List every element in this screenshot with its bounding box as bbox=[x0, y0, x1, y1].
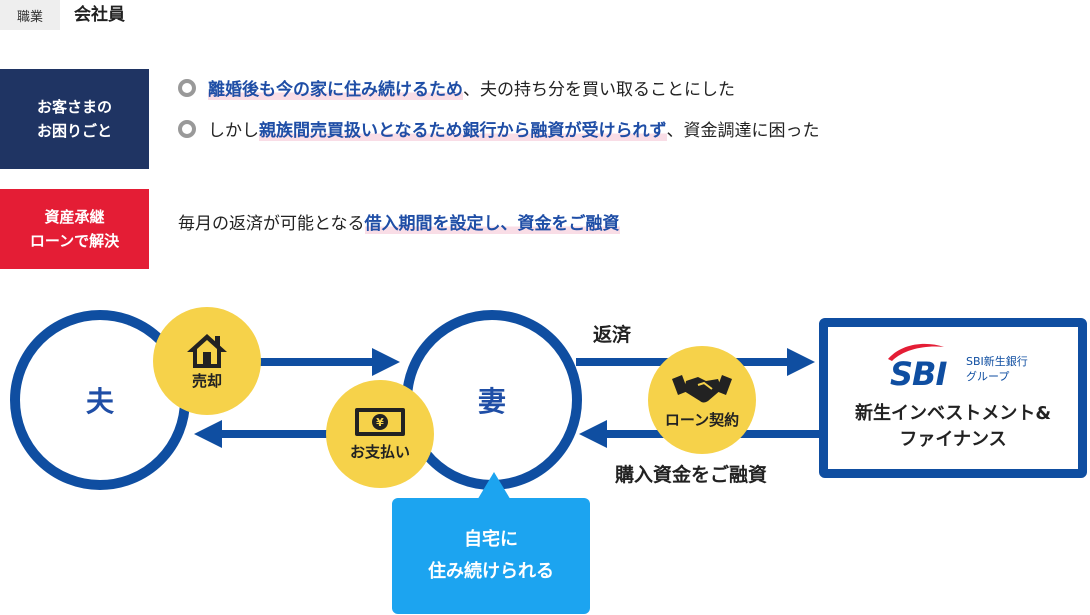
occupation-value: 会社員 bbox=[74, 5, 125, 25]
problem-line-2-rest: 、資金調達に困った bbox=[666, 121, 820, 141]
wife-label: 妻 bbox=[477, 385, 506, 418]
company-name: 新生インベストメント& ファイナンス bbox=[854, 403, 1052, 450]
sale-badge-label: 売却 bbox=[191, 371, 222, 390]
solution-line: 毎月の返済が可能となる借入期間を設定し、資金をご融資 bbox=[178, 210, 620, 238]
problem-line-1-highlight: 離婚後も今の家に住み続けるため bbox=[208, 80, 463, 100]
house-icon bbox=[187, 333, 227, 368]
occupation-tag: 職業 bbox=[0, 0, 60, 30]
wife-circle: 妻 bbox=[402, 310, 582, 490]
payment-badge: ¥ お支払い bbox=[326, 380, 434, 488]
banknote-icon: ¥ bbox=[355, 407, 405, 436]
solution-label: 資産承継 ローンで解決 bbox=[0, 189, 149, 269]
sale-arrow-head bbox=[372, 348, 400, 376]
husband-label: 夫 bbox=[85, 385, 114, 418]
callout-pointer bbox=[476, 472, 512, 502]
bullet-icon bbox=[178, 120, 196, 138]
solution-highlight: 借入期間を設定し、資金をご融資 bbox=[364, 214, 620, 234]
sale-badge: 売却 bbox=[153, 307, 261, 415]
problem-line-2-pre: しかし bbox=[208, 121, 259, 141]
problem-line-2-highlight: 親族間売買扱いとなるため銀行から融資が受けられず bbox=[259, 121, 667, 141]
sbi-logo-text: SBI bbox=[890, 355, 947, 393]
sbi-group-line1: SBI新生銀行 bbox=[966, 355, 1028, 368]
bullet-icon bbox=[178, 79, 196, 97]
handshake-icon bbox=[672, 374, 732, 402]
problem-label: お客さまの お困りごと bbox=[0, 69, 149, 169]
loan-badge: ローン契約 bbox=[648, 346, 756, 454]
repay-arrow-head bbox=[787, 348, 815, 376]
solution-pre: 毎月の返済が可能となる bbox=[178, 214, 365, 234]
sbi-logo: SBI SBI新生銀行 グループ bbox=[878, 341, 1038, 393]
callout-box: 自宅に 住み続けられる bbox=[392, 498, 590, 614]
problem-line-2: しかし親族間売買扱いとなるため銀行から融資が受けられず、資金調達に困った bbox=[178, 117, 820, 145]
funding-arrow-head bbox=[579, 420, 607, 448]
sbi-group-line2: グループ bbox=[966, 370, 1010, 383]
repay-label: 返済 bbox=[593, 324, 632, 346]
swoosh-icon bbox=[888, 343, 944, 361]
loan-badge-label: ローン契約 bbox=[664, 410, 740, 429]
problem-line-1-rest: 、夫の持ち分を買い取ることにした bbox=[463, 80, 735, 100]
problem-line-1: 離婚後も今の家に住み続けるため、夫の持ち分を買い取ることにした bbox=[178, 76, 735, 104]
payment-arrow-head bbox=[194, 420, 222, 448]
husband-circle: 夫 bbox=[10, 310, 190, 490]
sbi-company-box: SBI SBI新生銀行 グループ 新生インベストメント& ファイナンス bbox=[819, 318, 1087, 478]
svg-text:¥: ¥ bbox=[376, 416, 384, 429]
payment-badge-label: お支払い bbox=[349, 442, 410, 461]
funding-label: 購入資金をご融資 bbox=[615, 464, 768, 486]
